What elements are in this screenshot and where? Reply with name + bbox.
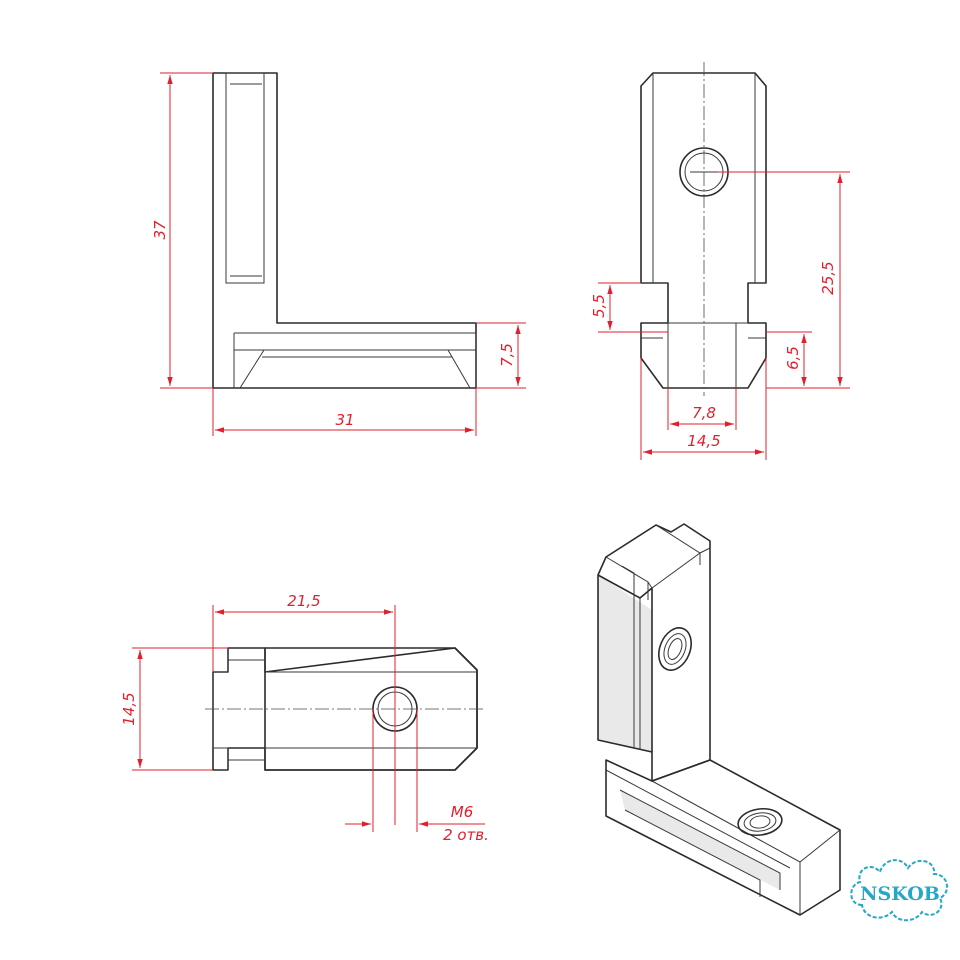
iso-shade-groove (620, 790, 780, 890)
dim-total-width-label: 14,5 (687, 432, 720, 450)
dim-top-width-label: 14,5 (120, 692, 138, 725)
dim-hole-position-label: 21,5 (287, 592, 320, 610)
dim-hole-offset-label: 25,5 (819, 261, 837, 294)
brand-logo: NSKOB (850, 859, 949, 922)
dim-flange-label: 7,5 (498, 343, 516, 367)
thread-size-label: M6 (451, 803, 474, 821)
iso-hole-lower (737, 807, 783, 837)
iso-top-face (651, 524, 711, 589)
logo-cloud-shape (850, 859, 949, 922)
iso-horizontal-top-edges (651, 780, 841, 915)
dim-tip-label: 6,5 (784, 346, 802, 370)
iso-vertical-inner-edges (605, 556, 653, 750)
iso-horizontal-arm-outline (605, 759, 841, 916)
iso-hole-upper (658, 627, 692, 671)
iso-vertical-groove (621, 565, 635, 747)
dim-slot-width-label: 7,8 (692, 404, 716, 422)
logo-text: NSKOB (860, 883, 940, 905)
top-view: 21,5 14,5 M6 2 отв. (120, 592, 489, 844)
iso-horizontal-groove (605, 769, 791, 897)
dim-width-label: 31 (335, 411, 354, 429)
dim-height-label: 37 (151, 220, 169, 240)
side-view: 25,5 5,5 6,5 7,8 14,5 (590, 62, 850, 460)
side-view-outline (640, 72, 767, 389)
dim-step-label: 5,5 (590, 294, 608, 318)
front-view: 37 31 7,5 (151, 72, 526, 436)
front-view-outline (212, 72, 477, 389)
front-view-slot-horizontal (233, 332, 477, 389)
iso-vertical-front-edge (597, 574, 653, 752)
holes-count-label: 2 отв. (443, 826, 489, 844)
isometric-view (597, 523, 841, 916)
iso-shade-left (598, 575, 652, 752)
front-view-slot-vertical (225, 72, 265, 284)
